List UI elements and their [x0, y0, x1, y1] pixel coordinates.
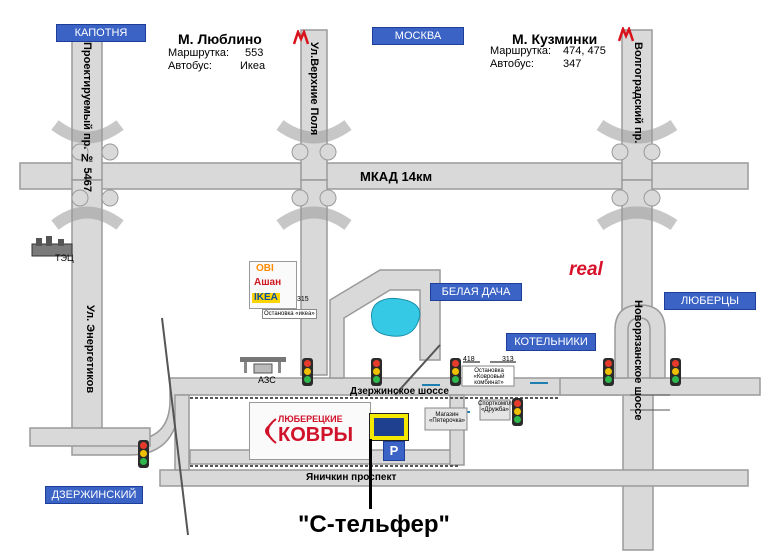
traffic-light-icon [371, 358, 382, 386]
kovry-logo-icon [265, 418, 277, 444]
retail-logos: OBI Ашан IKEA [249, 261, 297, 309]
road-yanichkin: Яничкин проспект [306, 472, 397, 483]
traffic-light-icon [302, 358, 313, 386]
road-dzerzhinskoe: Дзержинское шоссе [350, 386, 449, 397]
traffic-light-icon [450, 358, 461, 386]
metro-kuzminki-bus-value: 347 [563, 58, 582, 70]
metro-lyublino-bus-label: Автобус: [168, 60, 212, 72]
district-belaya-dacha: БЕЛАЯ ДАЧА [430, 283, 522, 301]
gas-station-icon [240, 357, 286, 374]
road-verkhnie-polya: Ул.Верхние Поля [308, 42, 320, 136]
target-label: "С-тельфер" [298, 511, 450, 538]
metro-lyublino-route-value: 553 [245, 47, 264, 59]
district-kotelniki: КОТЕЛЬНИКИ [506, 333, 596, 351]
traffic-light-icon [670, 358, 681, 386]
road-novoryazanskoe: Новорязанское шоссе [632, 300, 644, 421]
place-pyaterochka: Магазин «Пятерочка» [428, 412, 465, 424]
factory-icon [31, 236, 73, 257]
road-volgogradsky: Волгоградский пр. [632, 42, 644, 144]
place-azs: АЗС [258, 375, 276, 385]
route-313: 313 [502, 356, 514, 363]
district-kapotnya: КАПОТНЯ [56, 24, 146, 42]
kovry-big-text: КОВРЫ [278, 424, 354, 446]
route-418: 418 [463, 356, 475, 363]
metro-lyublino-bus-value: Икеа [240, 60, 266, 72]
place-tec: ТЭЦ [55, 253, 74, 263]
place-sport-complex: Спорткомпл. «Дружба» [478, 401, 514, 413]
metro-kuzminki-route-value: 474, 475 [563, 45, 606, 57]
metro-icon [293, 30, 309, 45]
metro-kuzminki-route-label: Маршрутка: [490, 45, 552, 57]
metro-lyublino-route-label: Маршрутка: [168, 47, 230, 59]
place-obi: OBI [256, 263, 274, 274]
traffic-light-icon [603, 358, 614, 386]
place-ikea: IKEA [252, 292, 280, 303]
metro-lyublino-name: М. Люблино [178, 31, 262, 47]
metro-icon [618, 27, 634, 42]
district-dzerzhinsky: ДЗЕРЖИНСКИЙ [45, 486, 143, 504]
place-real: real [569, 259, 603, 280]
route-315: 315 [297, 296, 309, 303]
district-moskva: МОСКВА [372, 27, 464, 45]
road-proektiruemy: Проектируемый пр. № 5467 [81, 42, 93, 192]
metro-kuzminki-bus-label: Автобус: [490, 58, 534, 70]
kovry-building: ЛЮБЕРЕЦКИЕ КОВРЫ [249, 402, 371, 460]
target-building [374, 418, 404, 436]
target-pointer-line [369, 439, 372, 509]
place-auchan: Ашан [254, 277, 282, 288]
traffic-light-icon [512, 398, 523, 426]
traffic-light-icon [138, 440, 149, 468]
place-stop-kovrovy: Остановка «Ковровый комбинат» [473, 368, 505, 386]
place-ikea-stop: Остановка «икеа» [262, 309, 317, 319]
road-energetikov: Ул. Энергетиков [84, 305, 96, 394]
district-lyubertsy: ЛЮБЕРЦЫ [664, 292, 756, 310]
target-marker[interactable] [369, 413, 409, 441]
parking-icon: P [383, 441, 405, 461]
kovry-small-text: ЛЮБЕРЕЦКИЕ [278, 414, 343, 424]
road-mkad: МКАД 14км [360, 169, 433, 184]
metro-kuzminki-name: М. Кузминки [512, 31, 598, 47]
